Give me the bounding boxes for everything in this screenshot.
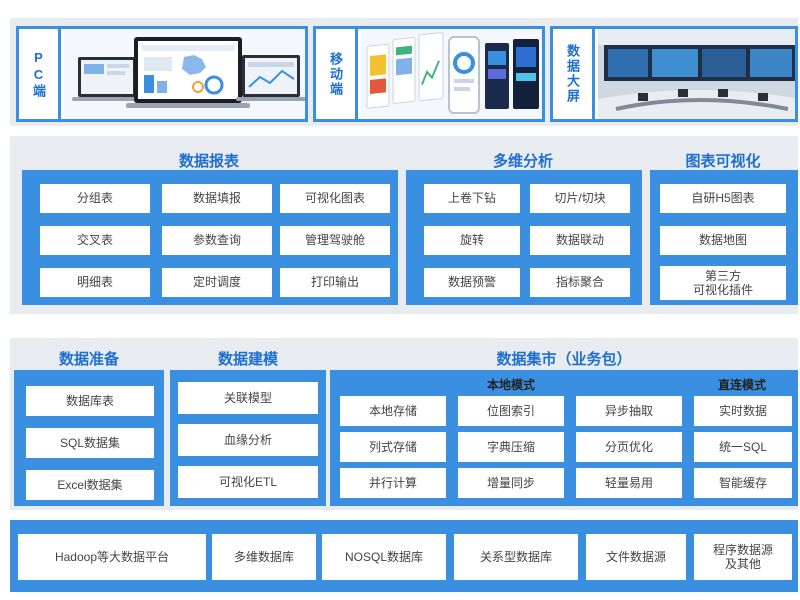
feature-box: 管理驾驶舱 (280, 226, 390, 255)
feature-box: 数据库表 (26, 386, 154, 416)
source-box: Hadoop等大数据平台 (18, 534, 206, 580)
feature-box: 定时调度 (162, 268, 272, 297)
feature-box: 数据预警 (424, 268, 520, 297)
pc-screens-image (64, 29, 305, 119)
feature-box: 交叉表 (40, 226, 150, 255)
feature-box: 旋转 (424, 226, 520, 255)
platform-bigscreen-label: 数据大屏 (553, 29, 595, 119)
platform-pc: PC端 (16, 26, 308, 122)
mart-title: 数据集市（业务包） (496, 351, 632, 368)
feature-box: 第三方 可视化插件 (660, 266, 786, 300)
feature-box: 实时数据 (694, 396, 792, 426)
feature-box: 上卷下钻 (424, 184, 520, 213)
feature-box: 位图索引 (458, 396, 564, 426)
prep-title: 数据准备 (58, 351, 119, 368)
visual-title: 图表可视化 (685, 153, 761, 170)
feature-box: 明细表 (40, 268, 150, 297)
feature-box: 智能缓存 (694, 468, 792, 498)
platform-bigscreen: 数据大屏 (550, 26, 798, 122)
feature-box: 并行计算 (340, 468, 446, 498)
feature-box: 数据填报 (162, 184, 272, 213)
feature-box: 数据联动 (530, 226, 630, 255)
analysis-title: 多维分析 (492, 153, 553, 170)
feature-box: 参数查询 (162, 226, 272, 255)
feature-box: 本地存储 (340, 396, 446, 426)
feature-box: 自研H5图表 (660, 184, 786, 213)
feature-box: 血缘分析 (178, 424, 318, 456)
feature-box: 切片/切块 (530, 184, 630, 213)
feature-box: 增量同步 (458, 468, 564, 498)
feature-box: 可视化ETL (178, 466, 318, 498)
feature-box: Excel数据集 (26, 470, 154, 500)
feature-box: 可视化图表 (280, 184, 390, 213)
mobile-screens-image (361, 29, 542, 119)
platform-mobile-label: 移动端 (316, 29, 358, 119)
feature-box: 异步抽取 (576, 396, 682, 426)
feature-box: 关联模型 (178, 382, 318, 414)
feature-box: 分页优化 (576, 432, 682, 462)
platform-mobile: 移动端 (313, 26, 545, 122)
feature-box: 分组表 (40, 184, 150, 213)
feature-box: 打印输出 (280, 268, 390, 297)
source-box: 文件数据源 (586, 534, 686, 580)
feature-box: 指标聚合 (530, 268, 630, 297)
reports-title: 数据报表 (178, 153, 239, 170)
feature-box: SQL数据集 (26, 428, 154, 458)
source-box: 关系型数据库 (454, 534, 578, 580)
source-box: 程序数据源 及其他 (694, 534, 792, 580)
platform-pc-label: PC端 (19, 29, 61, 119)
feature-box: 字典压缩 (458, 432, 564, 462)
feature-box: 统一SQL (694, 432, 792, 462)
model-title: 数据建模 (217, 351, 278, 368)
local-mode-title: 本地模式 (486, 378, 535, 392)
feature-box: 数据地图 (660, 226, 786, 255)
source-box: 多维数据库 (212, 534, 316, 580)
direct-mode-title: 直连模式 (717, 378, 766, 392)
feature-box: 列式存储 (340, 432, 446, 462)
source-box: NOSQL数据库 (322, 534, 446, 580)
feature-box: 轻量易用 (576, 468, 682, 498)
control-room-image (598, 29, 795, 119)
